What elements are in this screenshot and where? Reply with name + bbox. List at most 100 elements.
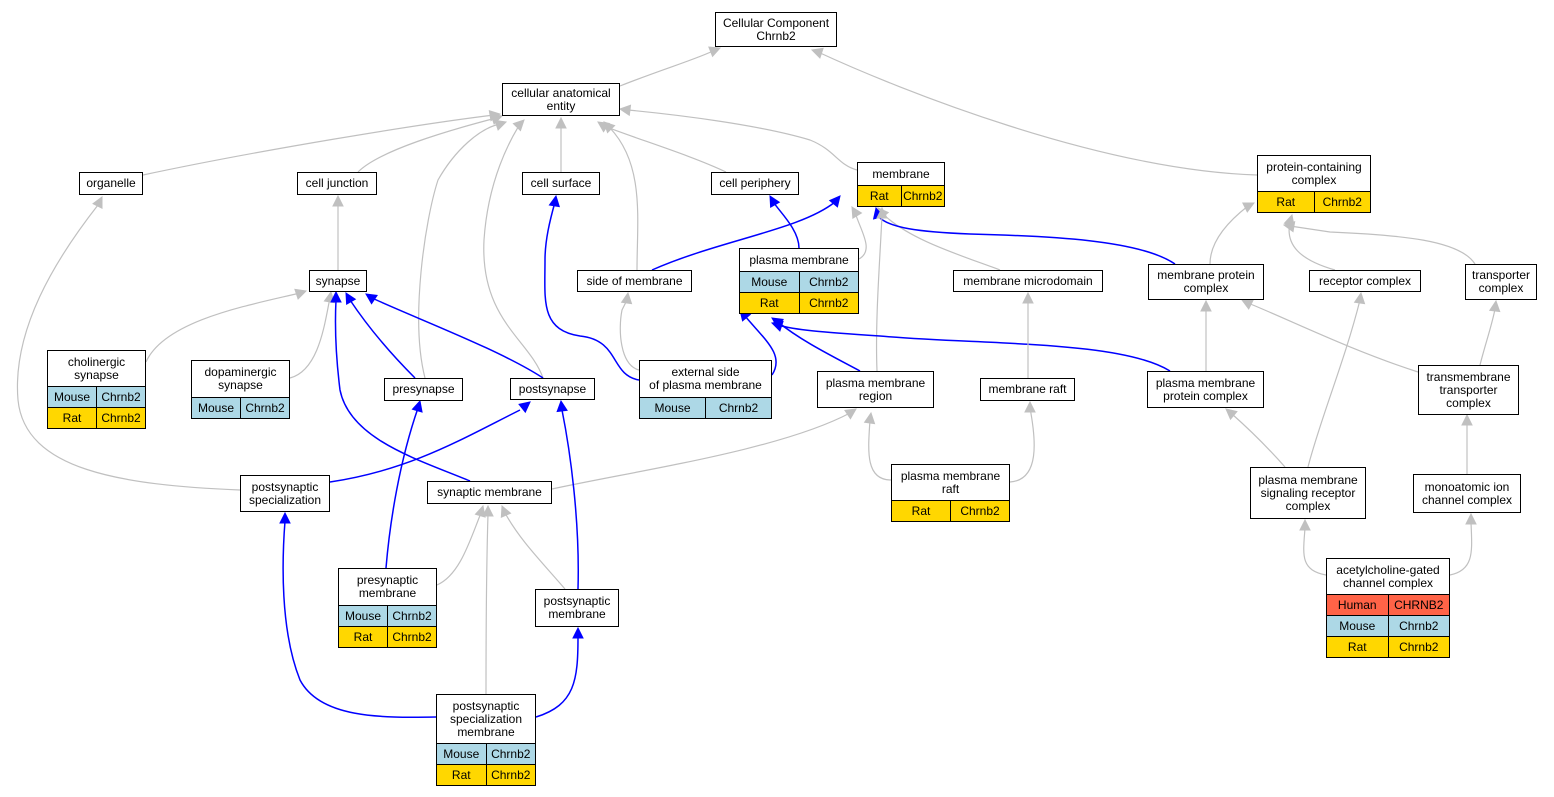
node-label: membrane microdomain — [963, 273, 1093, 288]
node-pmproteincomplex[interactable]: plasma membrane protein complex — [1147, 371, 1264, 408]
gene-cell: Chrnb2 — [387, 627, 436, 647]
node-label: synapse — [315, 273, 361, 288]
node-postsynmembrane[interactable]: postsynaptic membrane — [535, 589, 619, 627]
node-label: plasma membrane region — [825, 375, 926, 403]
node-synapticmembrane[interactable]: synaptic membrane — [427, 481, 552, 504]
node-cellsurface[interactable]: cell surface — [522, 172, 600, 195]
node-label: presynapse — [392, 382, 455, 396]
node-pmsignaling[interactable]: plasma membrane signaling receptor compl… — [1250, 467, 1366, 519]
gene-cell: Chrnb2 — [96, 408, 145, 428]
node-root[interactable]: Cellular Component Chrnb2 — [715, 12, 837, 47]
gene-cell: Chrnb2 — [96, 387, 145, 407]
arrowhead — [572, 626, 584, 639]
species-cell: Rat — [451, 768, 471, 782]
edge-postsynapse-to-synapse — [365, 293, 544, 379]
node-celljunction[interactable]: cell junction — [297, 172, 377, 195]
node-transportercomplex[interactable]: transporter complex — [1465, 264, 1537, 300]
arrowhead — [876, 206, 888, 219]
node-tmtransporter[interactable]: transmembrane transporter complex — [1418, 365, 1519, 415]
node-label: postsynapse — [518, 381, 587, 396]
edge-postsynspec-to-postsynapse — [329, 401, 531, 483]
node-label: postsynaptic membrane — [543, 594, 611, 621]
arrowhead — [1488, 299, 1501, 313]
node-postsynapse[interactable]: postsynapse — [510, 378, 595, 400]
gene-cell: Chrnb2 — [240, 398, 289, 418]
edge-presynmembrane-to-synapticmembrane — [436, 504, 486, 586]
node-postsynspec[interactable]: postsynaptic specialization — [240, 475, 330, 512]
node-synapse[interactable]: synapse — [309, 270, 367, 292]
edge-pmproteincomplex-to-membraneproteincomplex — [1200, 299, 1212, 371]
node-membraneproteincomplex[interactable]: membrane protein complex — [1148, 264, 1264, 300]
gene-cell: Chrnb2 — [485, 765, 536, 785]
arrowhead — [548, 194, 561, 208]
edge-cellperiphery-to-cae — [597, 121, 727, 173]
node-label: plasma membrane signaling receptor compl… — [1258, 472, 1358, 513]
edge-pmraft-to-membraneraft — [1009, 400, 1036, 483]
node-membranemicrodomain[interactable]: membrane microdomain — [953, 270, 1103, 292]
arrowhead — [1282, 220, 1296, 233]
node-label: plasma membrane protein complex — [1155, 375, 1256, 403]
arrowhead — [708, 46, 722, 58]
gene-cell: Chrnb2 — [798, 293, 859, 313]
gene-cell: Chrnb2 — [1387, 616, 1450, 636]
edge-synapse-to-celljunction — [332, 194, 344, 270]
node-presynapse[interactable]: presynapse — [384, 378, 463, 401]
node-sideofmembrane[interactable]: side of membrane — [577, 270, 692, 292]
node-label: synaptic membrane — [437, 485, 542, 499]
node-label: cell surface — [530, 176, 592, 190]
edge-membraneproteincomplex-to-membrane — [872, 206, 1176, 265]
edge-organelle-to-cae — [142, 109, 502, 176]
node-pmregion[interactable]: plasma membrane region — [817, 371, 934, 408]
node-receptorcomplex[interactable]: receptor complex — [1309, 270, 1421, 292]
edge-pmsignaling-to-receptorcomplex — [1307, 291, 1366, 468]
node-cae[interactable]: cellular anatomical entity — [502, 83, 620, 116]
edge-pmregion-to-membrane — [875, 206, 888, 372]
arrowhead — [770, 320, 784, 332]
node-membraneraft[interactable]: membrane raft — [980, 378, 1075, 401]
node-label: plasma membrane raft — [900, 468, 1001, 496]
gene-cell: Chrnb2 — [798, 272, 859, 292]
edge-pmregion-to-plasmamembrane — [771, 317, 861, 372]
edge-externalside-to-cellsurface — [544, 194, 640, 381]
edge-cellsurface-to-cae — [555, 116, 567, 172]
species-gene-row: Rat Chrnb2 — [437, 764, 535, 785]
species-cell: Human — [1337, 598, 1377, 612]
arrowhead — [345, 292, 357, 305]
edge-postsynspecmembrane-to-synapticmembrane — [482, 504, 494, 695]
gene-cell: CHRNB2 — [1387, 595, 1450, 615]
node-organelle[interactable]: organelle — [79, 172, 143, 195]
arrowhead — [618, 104, 632, 117]
edge-synapticmembrane-to-pmregion — [551, 408, 857, 490]
edge-presynmembrane-to-presynapse — [385, 399, 423, 569]
arrowhead — [1225, 408, 1238, 421]
arrowhead — [1299, 518, 1311, 531]
arrowhead — [555, 116, 567, 129]
node-monoatomic[interactable]: monoatomic ion channel complex — [1413, 474, 1521, 513]
node-cellperiphery[interactable]: cell periphery — [711, 172, 799, 195]
edge-postsynmembrane-to-synapticmembrane — [500, 504, 566, 590]
edge-postsynapse-to-cae — [483, 119, 544, 379]
arrowhead — [474, 504, 486, 518]
gene-cell: Chrnb2 — [485, 744, 536, 764]
arrowhead — [1022, 291, 1034, 304]
node-label: cell junction — [305, 176, 369, 190]
species-cell: Mouse — [654, 401, 691, 415]
